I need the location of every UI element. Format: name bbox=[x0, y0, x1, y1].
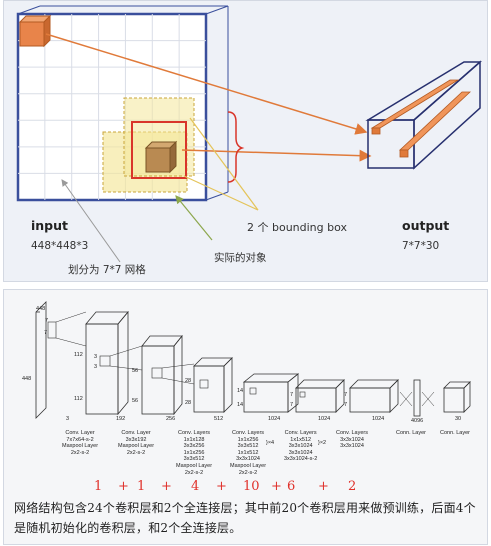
arch-block-3 bbox=[193, 357, 233, 413]
layer-label-1: Conv. Layer 7x7x64-s-2 Maxpool Layer 2x2… bbox=[62, 430, 99, 456]
dim-c1-h: 112 bbox=[74, 352, 83, 358]
input-cell-cube bbox=[18, 14, 52, 48]
grid-arrow bbox=[61, 179, 121, 263]
dim-c6-d: 1024 bbox=[372, 416, 385, 422]
dim-c4-h: 14 bbox=[237, 388, 244, 394]
input-title: input bbox=[31, 218, 69, 233]
layer-count-plus: + bbox=[161, 479, 172, 494]
bbox-leader bbox=[189, 117, 259, 211]
arch-block-4 bbox=[242, 373, 300, 413]
layer-count-6: 2 bbox=[348, 479, 357, 494]
object-arrow bbox=[175, 195, 213, 241]
grid-depth-edge bbox=[17, 5, 41, 15]
dim-c2-top: 3 bbox=[94, 354, 98, 360]
bbox-leader bbox=[183, 175, 259, 211]
dim-c2-d: 256 bbox=[166, 416, 176, 422]
dim-c2-w: 56 bbox=[132, 398, 139, 404]
arch-fc-4096 bbox=[413, 379, 421, 417]
object-label: 实际的对象 bbox=[214, 252, 267, 264]
dim-c4-w: 14 bbox=[237, 402, 244, 408]
fc-connector bbox=[421, 391, 435, 407]
layer-count-3: 4 bbox=[191, 479, 200, 494]
bottom-architecture-panel bbox=[3, 289, 488, 545]
layer-label-8: Conn. Layer bbox=[440, 430, 470, 436]
dim-c5-d: 1024 bbox=[318, 416, 331, 422]
layer-label-2: Conv. Layer 3x3x192 Maxpool Layer 2x2-s-… bbox=[118, 430, 155, 456]
layer-count-plus: + bbox=[271, 479, 282, 494]
dim-c3-d: 512 bbox=[214, 416, 224, 422]
grid-depth-edge bbox=[205, 191, 229, 201]
arrow-cell-to-output bbox=[45, 33, 368, 135]
layer-count-2: 1 bbox=[137, 479, 146, 494]
arch-block-1 bbox=[85, 310, 143, 416]
layer-label-4: Conv. Layers 1x1x256 3x3x512 1x1x512 3x3… bbox=[230, 430, 267, 476]
repeat-mark-2: }×2 bbox=[318, 440, 327, 446]
grid-label: 划分为 7*7 网格 bbox=[68, 264, 146, 276]
arch-input-image bbox=[35, 301, 87, 419]
fc-connector bbox=[399, 391, 413, 407]
object-cube bbox=[144, 140, 178, 174]
layer-count-1: 1 bbox=[94, 479, 103, 494]
layer-label-5: Conv. Layers 1x1x512 3x3x1024 3x3x1024 3… bbox=[284, 430, 318, 463]
input-size: 448*448*3 bbox=[31, 240, 89, 252]
arch-block-5 bbox=[295, 379, 345, 413]
layer-label-3: Conv. Layers 1x1x128 3x3x256 1x1x256 3x3… bbox=[176, 430, 213, 476]
output-title: output bbox=[402, 218, 450, 233]
arch-output-block bbox=[443, 381, 471, 413]
dim-c1-side: 7 bbox=[44, 330, 48, 336]
layer-count-plus: + bbox=[118, 479, 129, 494]
dim-c6-w: 7 bbox=[344, 402, 348, 408]
dim-c5-w: 7 bbox=[290, 402, 294, 408]
bbox-label: 2 个 bounding box bbox=[247, 221, 348, 234]
layer-count-plus: + bbox=[216, 479, 227, 494]
dim-fc2: 30 bbox=[455, 416, 462, 422]
dim-input-side: 448 bbox=[22, 376, 32, 382]
architecture-caption: 网络结构包含24个卷积层和2个全连接层；其中前20个卷积层用来做预训练，后面4个… bbox=[14, 501, 476, 535]
dim-c3-h: 28 bbox=[185, 378, 192, 384]
dim-c5-h: 7 bbox=[290, 392, 294, 398]
output-size: 7*7*30 bbox=[402, 240, 440, 252]
dim-c3-w: 28 bbox=[185, 400, 192, 406]
layer-label-6: Conv. Layers 3x3x1024 3x3x1024 bbox=[336, 430, 368, 450]
dim-fc1: 4096 bbox=[411, 418, 424, 424]
layer-count-plus: + bbox=[318, 479, 329, 494]
repeat-mark-4: }×4 bbox=[266, 440, 275, 446]
dim-c2-h: 56 bbox=[132, 368, 139, 374]
grid-depth-edge bbox=[205, 5, 229, 15]
output-tensor bbox=[365, 60, 482, 170]
layer-count-5: 6 bbox=[287, 479, 296, 494]
arch-block-2 bbox=[141, 334, 195, 416]
dim-c2-side: 3 bbox=[94, 364, 98, 370]
arrow-object-to-output bbox=[181, 149, 372, 162]
dim-c1-w: 112 bbox=[74, 396, 83, 402]
dim-c1-d: 192 bbox=[116, 416, 126, 422]
bbox-brace bbox=[227, 111, 245, 183]
arch-block-6 bbox=[349, 379, 399, 413]
dim-input-depth: 3 bbox=[66, 416, 70, 422]
dim-c1-top: 7 bbox=[45, 318, 49, 324]
dim-input-top: 448 bbox=[36, 306, 46, 312]
dim-c6-h: 7 bbox=[344, 392, 348, 398]
layer-label-7: Conn. Layer bbox=[396, 430, 426, 436]
layer-count-4: 10 bbox=[243, 479, 260, 494]
dim-c4-d: 1024 bbox=[268, 416, 281, 422]
